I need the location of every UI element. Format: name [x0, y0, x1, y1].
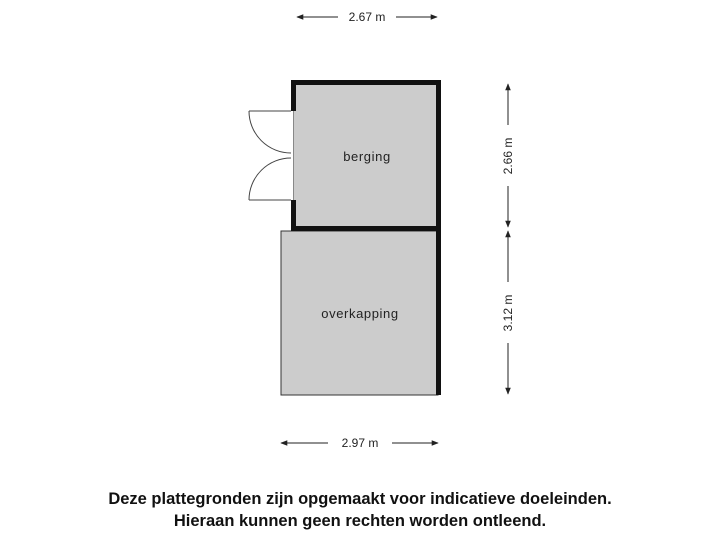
dimension-label-top: 2.67 m: [349, 10, 386, 24]
room-label-overkapping: overkapping: [321, 306, 398, 321]
overkapping-right-wall: [436, 231, 441, 395]
berging-floor: [294, 84, 438, 228]
berging-bottom-wall: [291, 226, 441, 231]
berging-left-wall-bottom: [291, 200, 296, 231]
dimension-label-right-lower: 3.12 m: [501, 295, 515, 332]
disclaimer-line-2: Hieraan kunnen geen rechten worden ontle…: [173, 512, 547, 530]
room-label-berging: berging: [343, 149, 391, 164]
berging-top-wall: [291, 80, 441, 85]
dimension-right-upper: 2.66 m: [501, 83, 515, 228]
berging-left-wall-top: [291, 80, 296, 111]
dimension-bottom: 2.97 m: [280, 436, 439, 450]
dimension-top: 2.67 m: [296, 10, 438, 24]
disclaimer-line-1: Deze plattegronden zijn opgemaakt voor i…: [108, 490, 612, 508]
overkapping-floor: [280, 230, 439, 396]
dimension-right-lower: 3.12 m: [501, 230, 515, 395]
dimension-label-right-upper: 2.66 m: [501, 138, 515, 175]
dimension-label-bottom: 2.97 m: [342, 436, 379, 450]
berging-right-wall: [436, 80, 441, 231]
double-door: [248, 110, 292, 201]
